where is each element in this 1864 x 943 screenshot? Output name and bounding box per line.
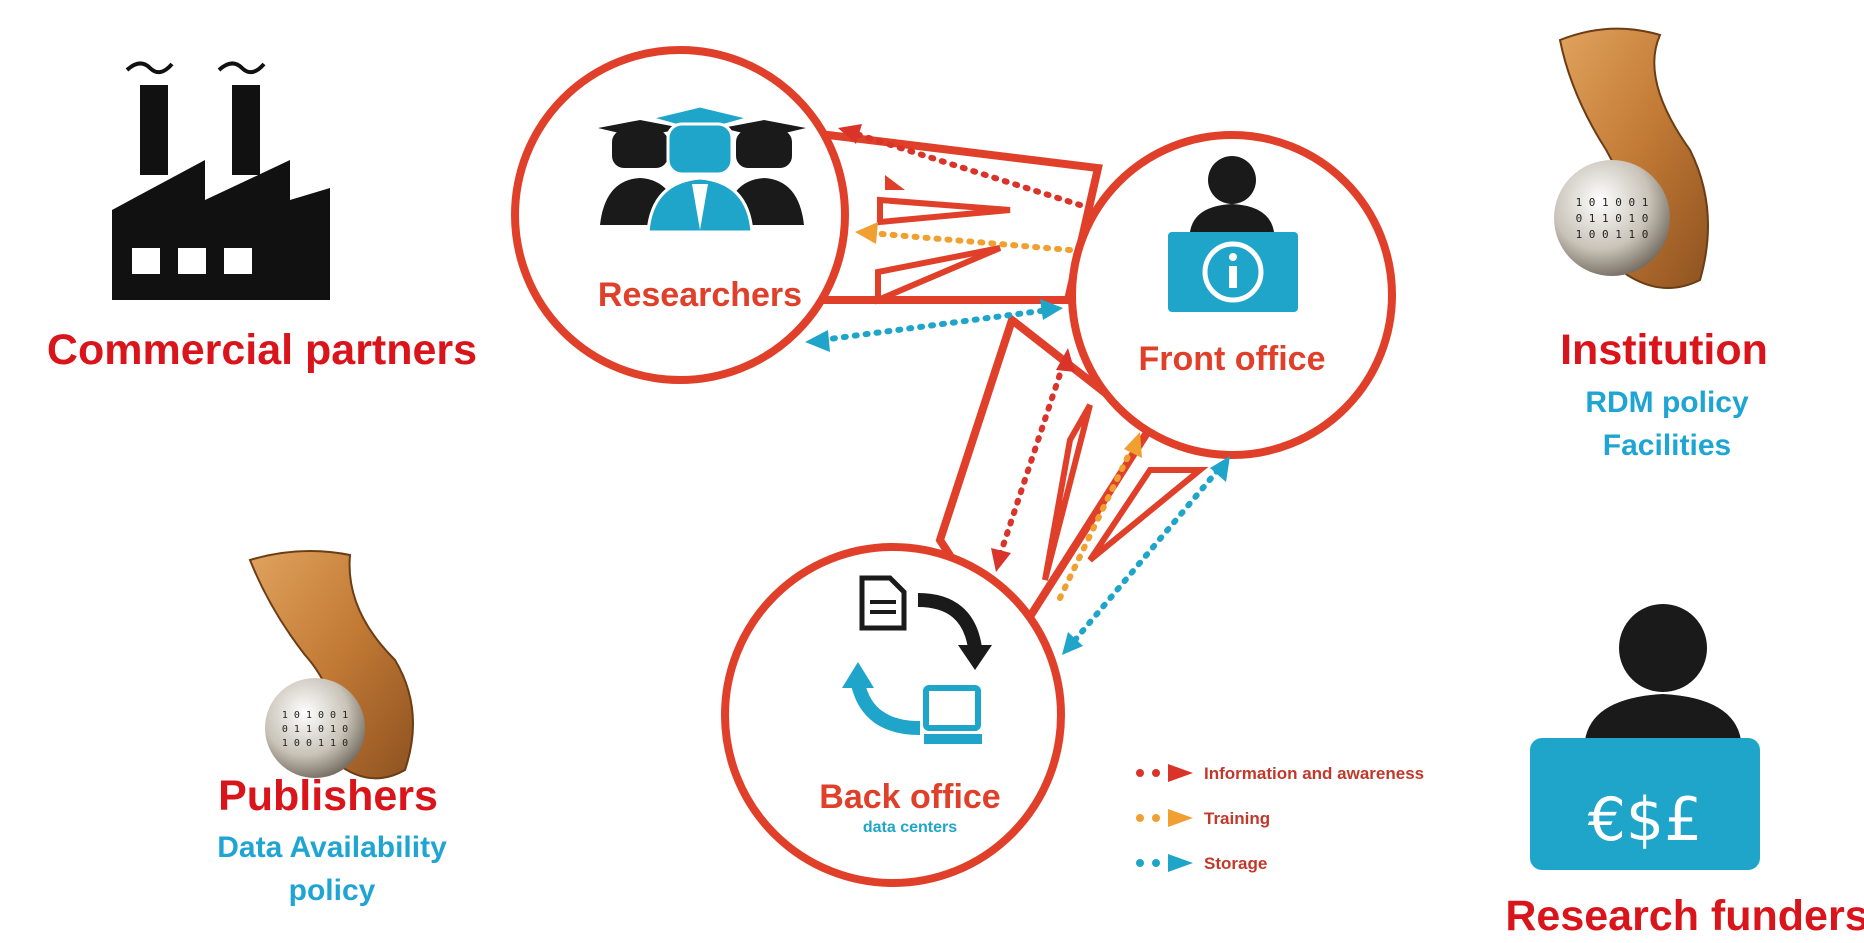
info-arrow-researchers (847, 129, 1083, 208)
legend-label-training: Training (1204, 809, 1270, 828)
info-arrow-back (997, 362, 1066, 558)
institution-label: Institution (1560, 326, 1768, 374)
factory-icon (112, 61, 330, 300)
institution-scroll-globe-icon: 1 0 1 0 0 1 0 1 1 0 1 0 1 0 0 1 1 0 (1554, 27, 1709, 289)
svg-text:1 0 0 1 1 0: 1 0 0 1 1 0 (1576, 228, 1649, 241)
flow-arrows (805, 124, 1230, 655)
network-shape (511, 46, 1396, 887)
legend-item-storage: Storage (1136, 854, 1267, 873)
graduates-icon (598, 104, 806, 234)
training-arrow-researchers (867, 230, 1073, 253)
publishers-line2: policy (289, 874, 376, 907)
institution-line2: Facilities (1603, 429, 1731, 462)
legend-item-info: Information and awareness (1136, 764, 1424, 783)
legend-label-storage: Storage (1204, 854, 1267, 873)
back-office-label: Back office (819, 778, 1000, 816)
back-office-sublabel: data centers (863, 819, 957, 836)
publishers-line1: Data Availability (217, 831, 447, 864)
storage-arrow-back (1072, 467, 1221, 643)
publishers-scroll-globe-icon: 1 0 1 0 0 1 0 1 1 0 1 0 1 0 0 1 1 0 (248, 550, 414, 780)
svg-text:0 1 1 0 1 0: 0 1 1 0 1 0 (1576, 212, 1649, 225)
storage-arrow-researchers (819, 307, 1051, 343)
research-funders-label: Research funders (1505, 892, 1864, 940)
funder-icon: €$£ (1530, 604, 1760, 870)
legend: Information and awareness Training Stora… (1136, 764, 1424, 873)
publishers-label: Publishers (218, 772, 438, 820)
info-desk-icon (1168, 156, 1298, 312)
front-office-label: Front office (1139, 340, 1326, 378)
funder-symbol: €$£ (1588, 785, 1703, 855)
data-exchange-icon (842, 575, 992, 744)
legend-item-training: Training (1136, 809, 1270, 828)
svg-text:1 0 0 1 1 0: 1 0 0 1 1 0 (282, 738, 348, 749)
institution-line1: RDM policy (1585, 386, 1749, 419)
svg-text:1 0 1 0 0 1: 1 0 1 0 0 1 (282, 710, 348, 721)
svg-text:0 1 1 0 1 0: 0 1 1 0 1 0 (282, 724, 348, 735)
legend-label-info: Information and awareness (1204, 764, 1424, 783)
researchers-label: Researchers (598, 276, 802, 314)
svg-text:1 0 1 0 0 1: 1 0 1 0 0 1 (1576, 196, 1649, 209)
commercial-partners-label: Commercial partners (47, 326, 477, 374)
